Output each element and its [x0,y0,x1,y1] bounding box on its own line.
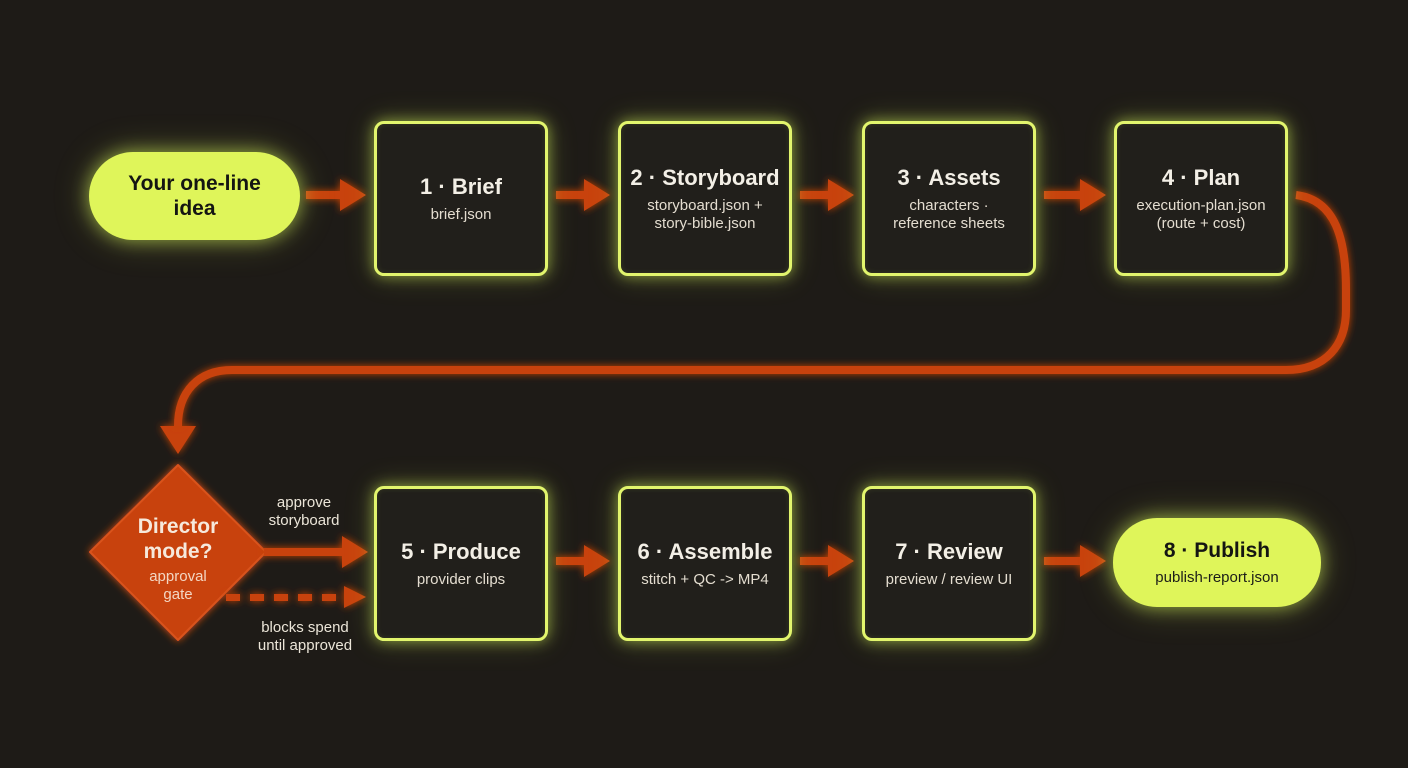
step-storyboard: 2 · Storyboard storyboard.json + story-b… [618,121,792,276]
step-plan-sub: execution-plan.json (route + cost) [1136,196,1266,232]
step-brief-sub: brief.json [430,205,492,223]
step-plan-title: 4 · Plan [1161,164,1241,190]
arrow-loop-head [160,426,196,454]
step-brief: 1 · Brief brief.json [374,121,548,276]
step-review-sub: preview / review UI [885,570,1013,588]
step-assets-title: 3 · Assets [897,164,1001,190]
blocks-spend-label: blocks spend until approved [257,619,353,654]
step-storyboard-title: 2 · Storyboard [630,164,780,190]
step-review-title: 7 · Review [895,538,1003,564]
start-idea-node: Your one-line idea [89,152,300,240]
step-review: 7 · Review preview / review UI [862,486,1036,641]
arrow-brief-to-storyboard [556,179,610,211]
step-publish-sub: publish-report.json [1155,569,1279,586]
step-produce-sub: provider clips [416,570,506,588]
step-produce-title: 5 · Produce [401,538,521,564]
decision-sub: approval gate [149,568,207,603]
arrow-produce-to-assemble [556,545,610,577]
approve-storyboard-label: approve storyboard [268,494,340,529]
arrow-idea-to-brief [306,179,366,211]
arrow-blocked-dashed [226,586,366,608]
arrow-plan-to-director-loop [174,191,1350,427]
step-plan: 4 · Plan execution-plan.json (route + co… [1114,121,1288,276]
step-produce: 5 · Produce provider clips [374,486,548,641]
step-brief-title: 1 · Brief [420,173,502,199]
step-assemble: 6 · Assemble stitch + QC -> MP4 [618,486,792,641]
arrow-assemble-to-review [800,545,854,577]
arrow-assets-to-plan [1044,179,1106,211]
decision-title: Director mode? [137,515,219,563]
arrow-review-to-publish [1044,545,1106,577]
step-assets: 3 · Assets characters · reference sheets [862,121,1036,276]
step-assets-sub: characters · reference sheets [893,196,1005,232]
decision-text: Director mode? approval gate [108,514,248,604]
step-publish: 8 · Publish publish-report.json [1113,518,1321,607]
step-storyboard-sub: storyboard.json + story-bible.json [647,196,763,232]
decision-diamond [89,464,267,641]
step-assemble-title: 6 · Assemble [637,538,773,564]
arrow-storyboard-to-assets [800,179,854,211]
arrow-approve-to-produce [264,536,368,568]
step-assemble-sub: stitch + QC -> MP4 [641,570,769,588]
start-idea-title: Your one-line idea [128,172,261,220]
step-publish-title: 8 · Publish [1163,539,1271,562]
